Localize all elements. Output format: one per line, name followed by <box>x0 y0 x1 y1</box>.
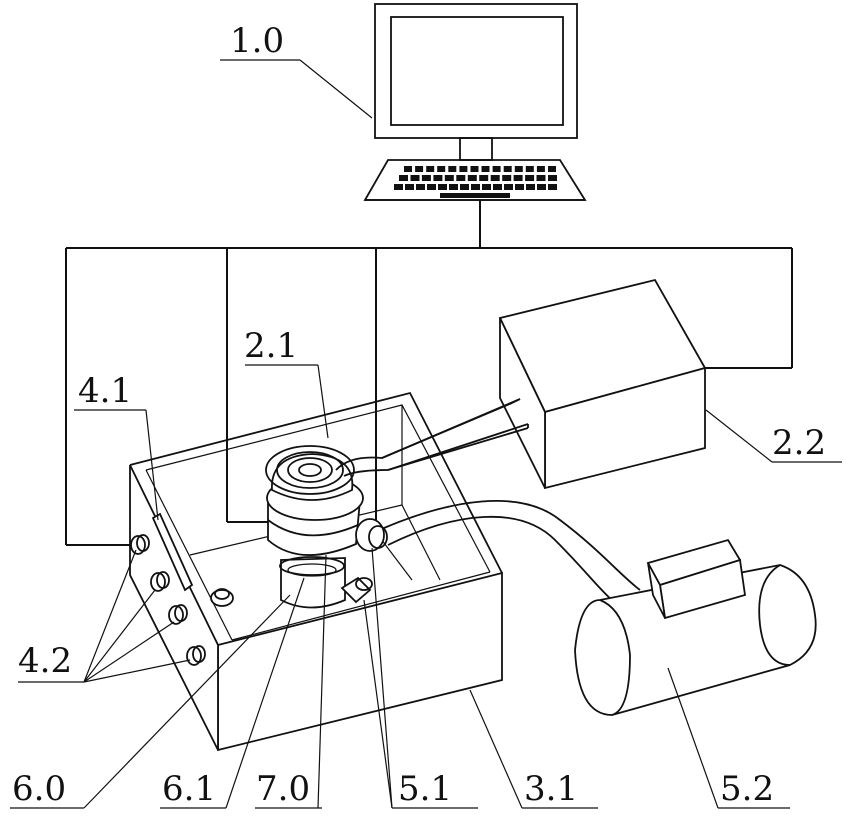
keyboard-key <box>515 166 523 172</box>
keyboard-spacebar <box>440 193 510 198</box>
keyboard-key <box>459 166 467 172</box>
keyboard-key <box>548 184 557 190</box>
keyboard-key <box>405 184 414 190</box>
label-computer: 1.0 <box>230 21 284 61</box>
label-sample: 7.0 <box>256 769 310 809</box>
keyboard-key <box>537 175 546 181</box>
air-compressor <box>575 540 816 715</box>
monitor-frame <box>375 4 577 138</box>
keyboard-key <box>422 175 431 181</box>
keyboard-key <box>526 166 534 172</box>
monitor-screen <box>391 17 563 125</box>
keyboard-key <box>493 166 501 172</box>
label-nozzle: 5.1 <box>398 769 452 809</box>
keyboard-key <box>468 175 477 181</box>
keyboard-key <box>427 184 436 190</box>
keyboard-key <box>394 184 403 190</box>
air-hose <box>384 501 640 600</box>
keyboard-key <box>445 175 454 181</box>
keyboard-key <box>411 175 420 181</box>
keyboard-key <box>482 184 491 190</box>
keyboard-key <box>415 166 423 172</box>
label-knobs: 4.2 <box>18 641 72 681</box>
label-chamber: 3.1 <box>524 769 578 809</box>
keyboard-key <box>491 175 500 181</box>
keyboard-key <box>437 166 445 172</box>
keyboard-key <box>548 175 557 181</box>
label-switch: 4.1 <box>78 371 132 411</box>
keyboard-key <box>471 184 480 190</box>
keyboard-key <box>548 166 556 172</box>
label-generator: 2.2 <box>772 423 826 463</box>
keyboard-key <box>448 166 456 172</box>
keyboard-key <box>471 166 479 172</box>
keyboard-key <box>482 166 490 172</box>
label-coil: 2.1 <box>244 326 298 366</box>
keyboard-key <box>526 184 535 190</box>
keyboard-key <box>426 166 434 172</box>
keyboard-key <box>502 175 511 181</box>
label-compressor: 5.2 <box>720 769 774 809</box>
label-support: 6.0 <box>12 769 66 809</box>
keyboard-key <box>449 184 458 190</box>
keyboard-key <box>504 166 512 172</box>
keyboard-key <box>416 184 425 190</box>
keyboard-key <box>438 184 447 190</box>
keyboard-key <box>404 166 412 172</box>
keyboard-key <box>433 175 442 181</box>
keyboard-key <box>493 184 502 190</box>
keyboard-key <box>399 175 408 181</box>
label-holder: 6.1 <box>162 769 216 809</box>
keyboard-keys <box>394 166 557 198</box>
keyboard-key <box>479 175 488 181</box>
keyboard-key <box>456 175 465 181</box>
keyboard-key <box>525 175 534 181</box>
monitor-stand <box>460 138 492 160</box>
induction-generator <box>500 280 705 488</box>
keyboard-key <box>537 166 545 172</box>
keyboard-key <box>460 184 469 190</box>
keyboard-key <box>515 184 524 190</box>
computer <box>365 4 585 200</box>
keyboard-key <box>537 184 546 190</box>
keyboard-key <box>514 175 523 181</box>
keyboard-key <box>504 184 513 190</box>
